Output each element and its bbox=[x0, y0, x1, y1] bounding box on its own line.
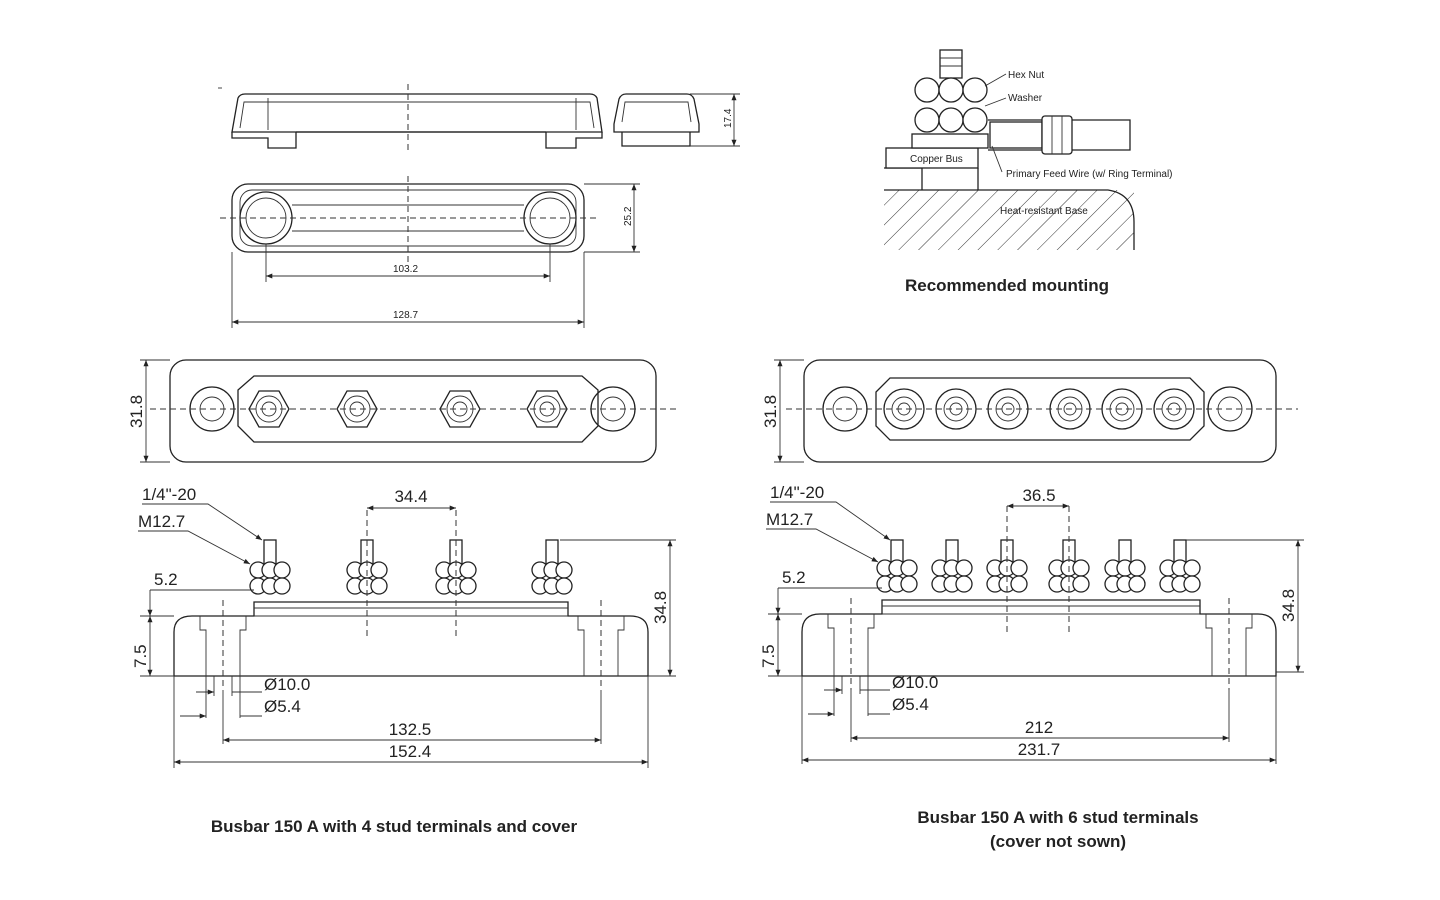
busbar-4-hole-outer-dim: Ø10.0 bbox=[264, 675, 310, 694]
mounting-washer-label: Washer bbox=[1008, 93, 1043, 104]
busbar-4-caption: Busbar 150 A with 4 stud terminals and c… bbox=[211, 817, 578, 836]
busbar-4-overall-length-dim: 152.4 bbox=[389, 742, 432, 761]
busbar-6-width-dim: 31.8 bbox=[761, 395, 780, 428]
busbar-6-thread-label: 1/4"-20 bbox=[770, 483, 824, 502]
busbar-4-side-view: 34.4 1/4"-20 M12.7 5.2 7.5 34.8 Ø10.0 Ø5… bbox=[131, 485, 676, 836]
cover-end-view: 17.4 bbox=[613, 93, 740, 147]
busbar-6-side-view: 36.5 1/4"-20 M12.7 5.2 7.5 34.8 Ø10.0 Ø5… bbox=[759, 483, 1304, 851]
busbar-6-stud-pitch-dim: 36.5 bbox=[1022, 486, 1055, 505]
busbar-6-stud-2 bbox=[931, 539, 973, 593]
busbar-4-shoulder-dim: 5.2 bbox=[154, 570, 178, 589]
busbar-6-shoulder-dim: 5.2 bbox=[782, 568, 806, 587]
busbar-4-hole-spacing-dim: 132.5 bbox=[389, 720, 432, 739]
busbar-4-stud-3 bbox=[435, 539, 477, 595]
busbar-6-stud-1 bbox=[876, 539, 918, 593]
mounting-hex-nut-label: Hex Nut bbox=[1008, 70, 1044, 81]
busbar-6-stud-5 bbox=[1104, 539, 1146, 593]
cover-inner-length-dim: 103.2 bbox=[393, 264, 418, 275]
busbar-6-top-view: 31.8 bbox=[761, 359, 1298, 463]
cover-outer-length-dim: 128.7 bbox=[393, 310, 418, 321]
mounting-base-label: Heat-resistant Base bbox=[1000, 206, 1088, 217]
busbar-6-hole-inner-dim: Ø5.4 bbox=[892, 695, 929, 714]
busbar-6-hole-outer-dim: Ø10.0 bbox=[892, 673, 938, 692]
busbar-4-width-dim: 31.8 bbox=[127, 395, 146, 428]
busbar-6-total-height-dim: 34.8 bbox=[1279, 589, 1298, 622]
busbar-6-caption-line2: (cover not sown) bbox=[990, 832, 1126, 851]
busbar-4-thread-label: 1/4"-20 bbox=[142, 485, 196, 504]
busbar-6-caption-line1: Busbar 150 A with 6 stud terminals bbox=[917, 808, 1198, 827]
busbar-6-overall-length-dim: 231.7 bbox=[1018, 740, 1061, 759]
busbar-4-stud-4 bbox=[531, 539, 573, 595]
busbar-6-hole-spacing-dim: 212 bbox=[1025, 718, 1053, 737]
mounting-feed-wire-label: Primary Feed Wire (w/ Ring Terminal) bbox=[1006, 169, 1173, 180]
cover-top-view: 25.2 103.2 128.7 bbox=[220, 176, 640, 328]
busbar-6-base-height-dim: 7.5 bbox=[759, 644, 778, 668]
busbar-6-nut-size-label: M12.7 bbox=[766, 510, 813, 529]
busbar-4-base-height-dim: 7.5 bbox=[131, 644, 150, 668]
busbar-4-nut-size-label: M12.7 bbox=[138, 512, 185, 531]
busbar-4-total-height-dim: 34.8 bbox=[651, 591, 670, 624]
busbar-6-stud-6 bbox=[1159, 539, 1201, 593]
mounting-diagram: Copper Bus Hex Nut Washer Primary Feed W… bbox=[884, 49, 1173, 295]
cover-height-dim: 17.4 bbox=[723, 108, 734, 128]
busbar-4-stud-pitch-dim: 34.4 bbox=[394, 487, 427, 506]
mounting-caption: Recommended mounting bbox=[905, 276, 1109, 295]
cover-side-view bbox=[218, 84, 603, 152]
mounting-copper-bus-label: Copper Bus bbox=[910, 154, 963, 165]
busbar-4-hole-inner-dim: Ø5.4 bbox=[264, 697, 301, 716]
busbar-4-stud-1 bbox=[249, 539, 291, 595]
cover-width-dim: 25.2 bbox=[623, 206, 634, 226]
busbar-4-top-view: 31.8 bbox=[127, 359, 676, 463]
